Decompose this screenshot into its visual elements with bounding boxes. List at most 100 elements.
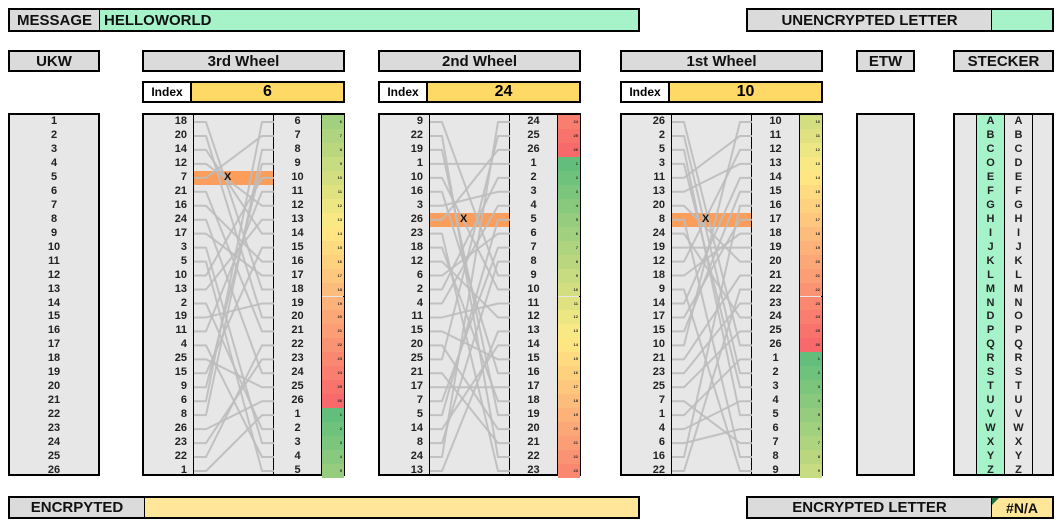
stecker-plug-cell[interactable]: B <box>986 128 995 141</box>
stecker-plug-cell[interactable]: O <box>986 156 995 169</box>
stecker-plug-cell[interactable]: X <box>986 436 995 449</box>
wheel-right-cell: 23 <box>527 464 540 477</box>
wheel-left-cell: 6 <box>180 394 187 407</box>
wheel-right-cell: 20 <box>291 310 304 323</box>
wheel-left-cell: 6 <box>658 436 665 449</box>
stecker-plug-cell[interactable]: C <box>986 142 995 155</box>
wheel-left-cell: 25 <box>652 380 665 393</box>
stecker-plug-cell[interactable]: Q <box>986 338 995 351</box>
etw-header: ETW <box>856 50 915 72</box>
wheel-left-cell: 8 <box>180 408 187 421</box>
stecker-plug-cell[interactable]: A <box>986 115 995 127</box>
stecker-plug-cell[interactable]: Z <box>987 464 994 477</box>
wheel-right-cell: 12 <box>527 310 540 323</box>
stecker-alphabet-cell: Z <box>1015 464 1022 477</box>
wheel-right-cell: 21 <box>291 324 304 337</box>
heatmap-cell: 2 <box>800 366 822 381</box>
wheel-left-cell: 10 <box>652 338 665 351</box>
heatmap-cell: 5 <box>800 408 822 423</box>
stecker-plug-cell[interactable]: S <box>986 366 995 379</box>
heatmap-cell: 25 <box>322 380 344 395</box>
stecker-plug-cell[interactable]: T <box>987 380 994 393</box>
heatmap-cell: 24 <box>558 115 580 129</box>
stecker-plug-cell[interactable]: H <box>986 212 995 225</box>
heatmap-cell: 15 <box>322 240 344 255</box>
stecker-plug-cell[interactable]: Y <box>986 450 995 463</box>
stecker-plug-cell[interactable]: G <box>986 198 995 211</box>
wheel-2nd-index-value[interactable]: 24 <box>428 83 579 101</box>
wheel-right-cell: 11 <box>527 296 540 309</box>
wheel-left-cell: 19 <box>652 240 665 253</box>
wheel-left-cell: 20 <box>410 338 423 351</box>
wheel-right-cell: 12 <box>291 198 304 211</box>
wheel-right-cell: 7 <box>294 128 301 141</box>
unencrypted-letter-box: UNENCRYPTED LETTER <box>746 8 1054 32</box>
stecker-plug-cell[interactable]: W <box>985 422 996 435</box>
wheel-2nd-wire-area: X <box>430 115 510 474</box>
heatmap-cell: 12 <box>322 198 344 213</box>
wheel-left-cell: 5 <box>658 142 665 155</box>
wheel-left-cell: 19 <box>410 142 423 155</box>
ukw-cell: 24 <box>47 436 61 449</box>
ukw-cell: 8 <box>50 212 58 225</box>
stecker-plug-cell[interactable]: K <box>986 254 995 267</box>
wheel-right-cell: 18 <box>769 226 782 239</box>
wheel-left-cell: 1 <box>658 408 665 421</box>
wheel-left-cell: 20 <box>174 128 187 141</box>
wheel-right-cell: 3 <box>772 380 779 393</box>
unencrypted-letter-value[interactable] <box>992 10 1052 30</box>
wheel-right-cell: 18 <box>291 282 304 295</box>
wheel-right-cell: 23 <box>769 296 782 309</box>
ukw-cell: 18 <box>47 352 61 365</box>
stecker-plug-cell[interactable]: M <box>985 282 996 295</box>
wheel-right-cell: 19 <box>291 296 304 309</box>
ukw-cell: 1 <box>50 115 58 127</box>
stecker-alphabet-cell: H <box>1014 212 1023 225</box>
heatmap-cell: 25 <box>558 128 580 143</box>
wheel-1st-index-value[interactable]: 10 <box>670 83 821 101</box>
heatmap-cell: 8 <box>558 254 580 269</box>
message-input[interactable]: HELLOWORLD <box>100 10 638 30</box>
stecker-alphabet-cell: G <box>1014 198 1023 211</box>
stecker-plug-cell[interactable]: U <box>986 394 995 407</box>
wheel-left-cell: 17 <box>652 310 665 323</box>
stecker-plug-cell[interactable]: N <box>986 296 995 309</box>
heatmap-cell: 12 <box>800 142 822 157</box>
heatmap-cell: 4 <box>322 450 344 465</box>
stecker-plug-cell[interactable]: D <box>986 310 995 323</box>
encrypted-box: ENCRPYTED <box>8 496 640 519</box>
stecker-plug-cell[interactable]: E <box>986 170 995 183</box>
ukw-cell: 4 <box>50 156 58 169</box>
wheel-3rd-index-value[interactable]: 6 <box>192 83 343 101</box>
heatmap-cell: 15 <box>558 352 580 367</box>
wheel-right-cell: 11 <box>769 128 782 141</box>
stecker-header: STECKER <box>953 50 1054 72</box>
wheel-left-cell: 24 <box>174 212 187 225</box>
ukw-cell: 17 <box>47 338 61 351</box>
stecker-plug-cell[interactable]: V <box>986 408 995 421</box>
ukw-cell: 5 <box>50 170 58 183</box>
wheel-left-cell: 21 <box>652 352 665 365</box>
ukw-cell: 23 <box>47 422 61 435</box>
stecker-plug-cell[interactable]: L <box>987 268 994 281</box>
wheel-left-cell: 13 <box>174 282 187 295</box>
stecker-plug-cell[interactable]: F <box>987 184 994 197</box>
heatmap-cell: 21 <box>558 436 580 451</box>
wheel-right-cell: 25 <box>291 380 304 393</box>
encrypted-letter-value[interactable]: #N/A <box>992 498 1052 517</box>
stecker-plug-cell[interactable]: P <box>986 324 995 337</box>
heatmap-cell: 5 <box>322 464 344 478</box>
wheel-left-cell: 25 <box>174 352 187 365</box>
stecker-alphabet-cell: N <box>1014 296 1023 309</box>
encrypted-output-field[interactable] <box>145 498 638 517</box>
heatmap-cell: 9 <box>800 464 822 478</box>
wheel-right-cell: 13 <box>527 324 540 337</box>
stecker-plug-cell[interactable]: I <box>988 226 993 239</box>
wheel-left-cell: 3 <box>416 198 423 211</box>
stecker-plug-cell[interactable]: R <box>986 352 995 365</box>
stecker-plug-cell[interactable]: J <box>987 240 994 253</box>
